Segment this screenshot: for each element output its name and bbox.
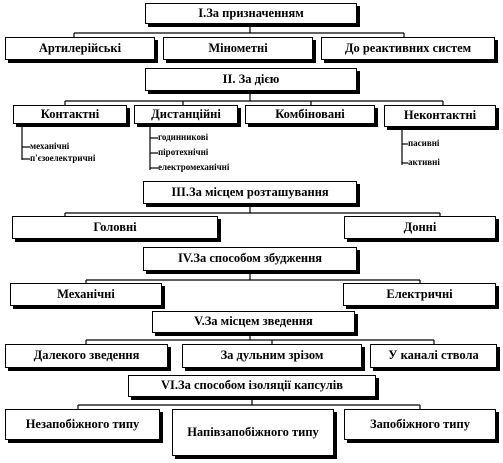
item-noncontact: Неконтактні (384, 105, 496, 127)
item-non-safety-type: Незапобіжного типу (5, 409, 160, 440)
item-electric-excitation: Електричні (343, 283, 496, 306)
item-semi-safety-type: Напівзапобіжного типу (172, 409, 334, 456)
item-muzzle-arming: За дульним зрізом (182, 344, 362, 368)
section-3-title: III.За місцем розташування (143, 181, 357, 204)
sub-piezoelectric: п'єзоелектричні (30, 153, 96, 163)
section-2-title: II. За дією (145, 68, 357, 91)
sub-electromechanical: електромеханічні (158, 162, 230, 172)
item-artillery: Артилерійські (5, 37, 155, 60)
sub-clock: годинникові (158, 132, 209, 142)
section-1-title: I.За призначенням (145, 3, 357, 24)
item-remote: Дистанційні (134, 105, 238, 124)
sub-active: активні (408, 157, 440, 167)
section-5-title: V.За місцем зведення (152, 311, 355, 333)
sub-passive: пасивні (408, 138, 440, 148)
item-head: Головні (12, 216, 218, 239)
item-barrel-arming: У каналі ствола (370, 344, 497, 368)
item-long-range-arming: Далекого зведення (5, 344, 168, 368)
item-mechanical-excitation: Механічні (10, 283, 162, 306)
sub-mechanical: механічні (30, 141, 70, 151)
section-4-title: IV.За способом збудження (143, 247, 357, 271)
item-mortar: Мінометні (163, 37, 313, 60)
item-contact: Контактні (13, 105, 127, 124)
item-safety-type: Запобіжного типу (344, 409, 496, 440)
section-6-title: VI.За способом ізоляції капсулів (128, 375, 376, 397)
item-rocket-systems: До реактивних систем (321, 37, 495, 60)
item-base: Донні (344, 216, 496, 239)
item-combined: Комбіновані (245, 105, 375, 124)
sub-pyrotechnic: піротехнічні (158, 147, 209, 157)
